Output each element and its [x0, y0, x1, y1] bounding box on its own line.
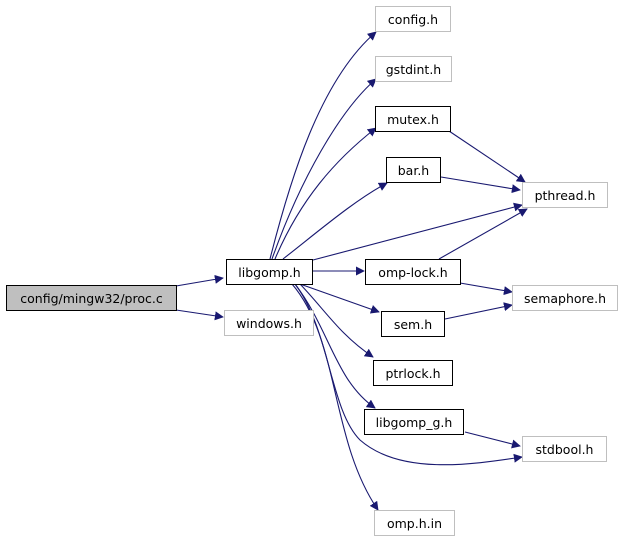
- edge-libgomp-mutex: [274, 127, 377, 260]
- node-omp-lock-h[interactable]: omp-lock.h: [365, 259, 461, 285]
- edge-libgomp-libgompg: [294, 283, 376, 409]
- edge-libgomp-ptrlock: [299, 283, 374, 358]
- node-mutex-h[interactable]: mutex.h: [375, 106, 451, 132]
- edge-mutex-pthread: [448, 130, 526, 183]
- node-gstdint-h[interactable]: gstdint.h: [375, 56, 452, 82]
- node-omp-h-in[interactable]: omp.h.in: [374, 510, 455, 536]
- edge-libgomp-pthread: [312, 202, 523, 261]
- edge-libgomp-gstdint: [271, 78, 377, 260]
- edge-bar-pthread: [440, 176, 521, 194]
- node-sem-h[interactable]: sem.h: [381, 311, 445, 337]
- edge-libgomp-omph: [291, 283, 379, 511]
- edge-libgomp-sem: [299, 283, 380, 314]
- edge-proc-windows: [175, 309, 224, 321]
- edge-omplock-pthread: [438, 208, 528, 260]
- node-config-h[interactable]: config.h: [375, 6, 451, 32]
- node-stdbool-h[interactable]: stdbool.h: [522, 436, 607, 462]
- node-bar-h[interactable]: bar.h: [386, 157, 441, 183]
- edge-sem-semaphore: [444, 302, 513, 320]
- node-windows-h[interactable]: windows.h: [224, 310, 314, 336]
- node-semaphore-h[interactable]: semaphore.h: [512, 285, 618, 311]
- edge-libgompg-stdbool: [464, 431, 521, 449]
- node-pthread-h[interactable]: pthread.h: [522, 182, 608, 208]
- edge-libgomp-bar: [282, 182, 388, 260]
- node-ptrlock-h[interactable]: ptrlock.h: [373, 360, 453, 386]
- edge-proc-libgomp: [175, 274, 224, 287]
- node-libgomp-g-h[interactable]: libgomp_g.h: [364, 409, 464, 435]
- node-proc-c[interactable]: config/mingw32/proc.c: [6, 285, 177, 311]
- edge-libgomp-config: [269, 31, 377, 260]
- node-libgomp-h[interactable]: libgomp.h: [226, 259, 313, 285]
- edge-omplock-semaphore: [459, 282, 513, 296]
